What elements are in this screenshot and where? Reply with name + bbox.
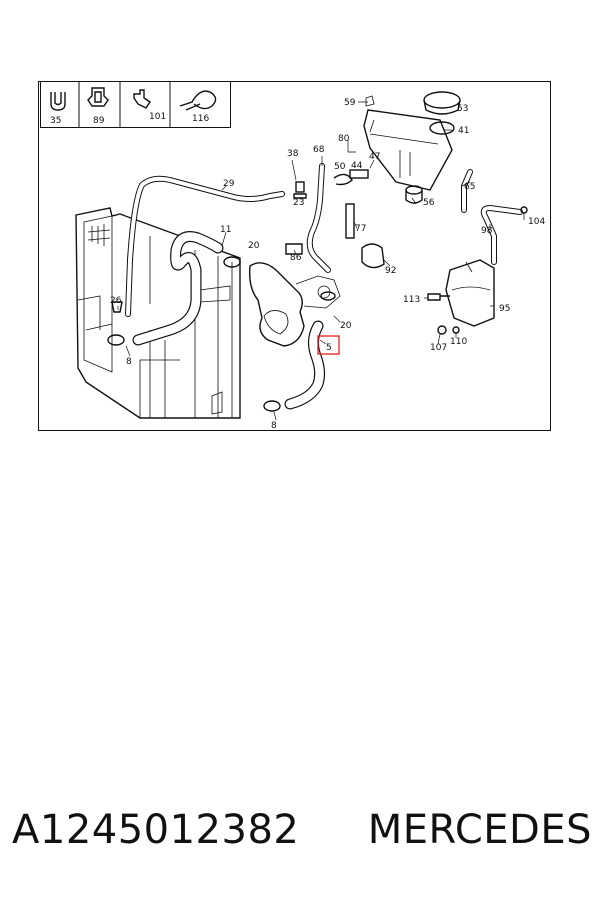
callout-104: 104 (528, 217, 545, 227)
hose-65 (461, 169, 473, 213)
callout-86: 86 (290, 253, 302, 263)
callout-29: 29 (223, 179, 235, 189)
callout-56: 56 (423, 198, 435, 208)
callout-107: 107 (430, 343, 447, 353)
callout-20-upper: 20 (248, 241, 260, 251)
callout-11: 11 (220, 225, 231, 235)
callout-80: 80 (338, 134, 350, 144)
callout-92: 92 (385, 266, 396, 276)
part-number-text: A1245012382 (12, 807, 300, 853)
hose-5 (284, 320, 326, 410)
legend-boxes (40, 81, 231, 128)
small-parts (107, 169, 528, 412)
caption-bar: A1245012382 MERCEDES (12, 800, 592, 860)
callout-89: 89 (93, 116, 105, 126)
callout-113: 113 (403, 295, 420, 305)
hose-29 (125, 175, 285, 317)
clip-89-icon (87, 87, 109, 107)
callout-47: 47 (369, 152, 380, 162)
callout-77: 77 (355, 224, 366, 234)
brand-text: MERCEDES (367, 807, 592, 853)
reservoir-95 (445, 259, 495, 327)
callout-23: 23 (293, 198, 304, 208)
callout-8-left: 8 (126, 357, 132, 367)
callout-59: 59 (344, 98, 356, 108)
highlight-box-part-5 (317, 335, 340, 355)
callout-35: 35 (50, 116, 61, 126)
clip-101-icon (133, 89, 151, 109)
callout-44: 44 (351, 161, 363, 171)
hose-lower (132, 231, 224, 346)
callout-50: 50 (334, 162, 346, 172)
diagram-frame (38, 81, 551, 431)
callout-95: 95 (499, 304, 510, 314)
callout-5: 5 (326, 343, 332, 353)
callout-98: 98 (481, 226, 493, 236)
callout-8-bottom: 8 (271, 421, 277, 431)
callout-110: 110 (450, 337, 467, 347)
callout-116: 116 (192, 114, 209, 124)
clamp-116-icon (179, 90, 217, 111)
leader-lines (117, 101, 525, 421)
callout-20-lower: 20 (340, 321, 352, 331)
expansion-tank (363, 91, 461, 191)
callout-68: 68 (313, 145, 325, 155)
callout-101: 101 (149, 112, 166, 122)
callout-26: 26 (110, 296, 122, 306)
hose-98 (480, 205, 523, 265)
callout-65: 65 (464, 182, 475, 192)
hose-68 (306, 163, 331, 273)
callout-53: 53 (457, 104, 468, 114)
thermostat-housing (248, 262, 341, 347)
callout-41: 41 (458, 126, 469, 136)
callout-38: 38 (287, 149, 299, 159)
radiator (75, 207, 241, 419)
clip-35-icon (50, 92, 66, 111)
